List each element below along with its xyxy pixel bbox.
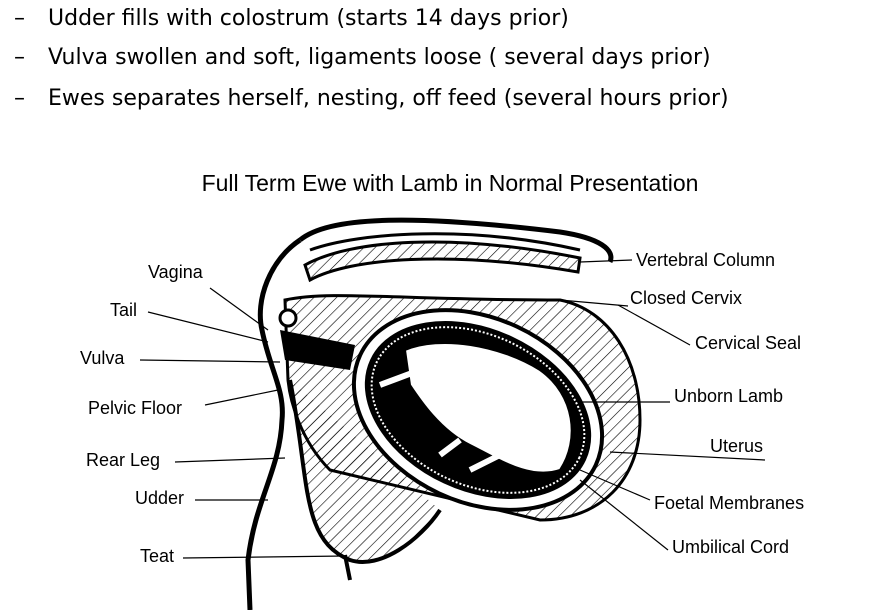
bullet-marker: – — [14, 86, 25, 111]
label-vulva: Vulva — [80, 348, 125, 368]
bullet-item: –Udder fills with colostrum (starts 14 d… — [14, 6, 569, 31]
label-umbilical-cord: Umbilical Cord — [672, 537, 790, 557]
label-uterus: Uterus — [710, 436, 764, 456]
label-closed-cervix: Closed Cervix — [630, 288, 743, 308]
label-udder: Udder — [135, 488, 185, 508]
unborn-lamb — [378, 341, 573, 474]
vertebral-column — [303, 232, 582, 283]
leader-lines — [139, 259, 766, 559]
label-vertebral-column: Vertebral Column — [636, 250, 776, 270]
bullet-text: Udder fills with colostrum (starts 14 da… — [48, 6, 569, 31]
label-tail: Tail — [110, 300, 138, 320]
label-cervical-seal: Cervical Seal — [695, 333, 802, 353]
bullet-marker: – — [14, 6, 25, 31]
label-vagina: Vagina — [148, 262, 203, 282]
bullet-text: Vulva swollen and soft, ligaments loose … — [48, 45, 711, 70]
label-teat: Teat — [140, 546, 175, 566]
bullet-item: –Vulva swollen and soft, ligaments loose… — [14, 45, 711, 70]
label-foetal-membranes: Foetal Membranes — [654, 493, 805, 513]
diagram-title: Full Term Ewe with Lamb in Normal Presen… — [201, 170, 699, 196]
label-unborn-lamb: Unborn Lamb — [674, 386, 784, 406]
bullet-item: –Ewes separates herself, nesting, off fe… — [14, 86, 729, 111]
label-pelvic-floor: Pelvic Floor — [88, 398, 183, 418]
label-rear-leg: Rear Leg — [86, 450, 161, 470]
bullet-marker: – — [14, 45, 25, 70]
bullet-text: Ewes separates herself, nesting, off fee… — [48, 86, 729, 111]
